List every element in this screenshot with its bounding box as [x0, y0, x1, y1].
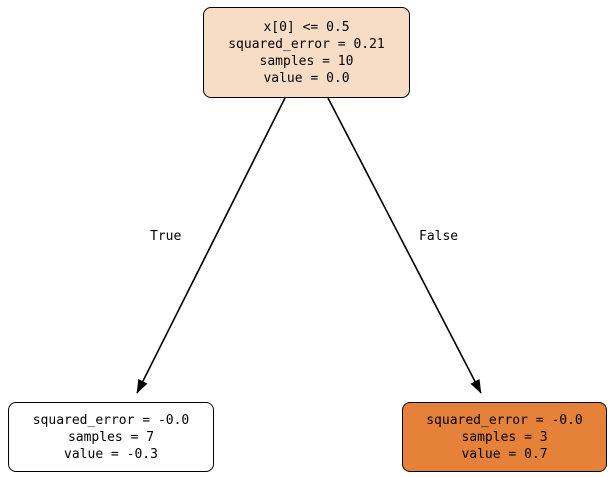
node-root-line-squared-error: squared_error = 0.21 [228, 36, 385, 52]
node-leaf-right-line-value: value = 0.7 [461, 446, 548, 462]
node-root-line-samples: samples = 10 [259, 53, 354, 69]
node-leaf-right-line-samples: samples = 3 [461, 429, 548, 445]
node-leaf-right-line-squared-error: squared_error = -0.0 [426, 412, 583, 428]
node-root-line-condition: x[0] <= 0.5 [263, 19, 350, 35]
tree-node-leaf-left[interactable]: squared_error = -0.0 samples = 7 value =… [8, 402, 214, 472]
edge-root-to-right-leaf [327, 97, 482, 394]
tree-node-root[interactable]: x[0] <= 0.5 squared_error = 0.21 samples… [203, 7, 410, 98]
edge-label-false: False [419, 229, 459, 244]
node-leaf-left-line-squared-error: squared_error = -0.0 [32, 412, 190, 428]
tree-node-leaf-right[interactable]: squared_error = -0.0 samples = 3 value =… [402, 402, 607, 472]
node-root-line-value: value = 0.0 [263, 70, 350, 86]
edge-label-true: True [150, 229, 182, 244]
node-leaf-left-line-samples: samples = 7 [67, 429, 155, 445]
edge-root-to-left-leaf [136, 97, 286, 394]
node-leaf-left-line-value: value = -0.3 [64, 446, 158, 462]
